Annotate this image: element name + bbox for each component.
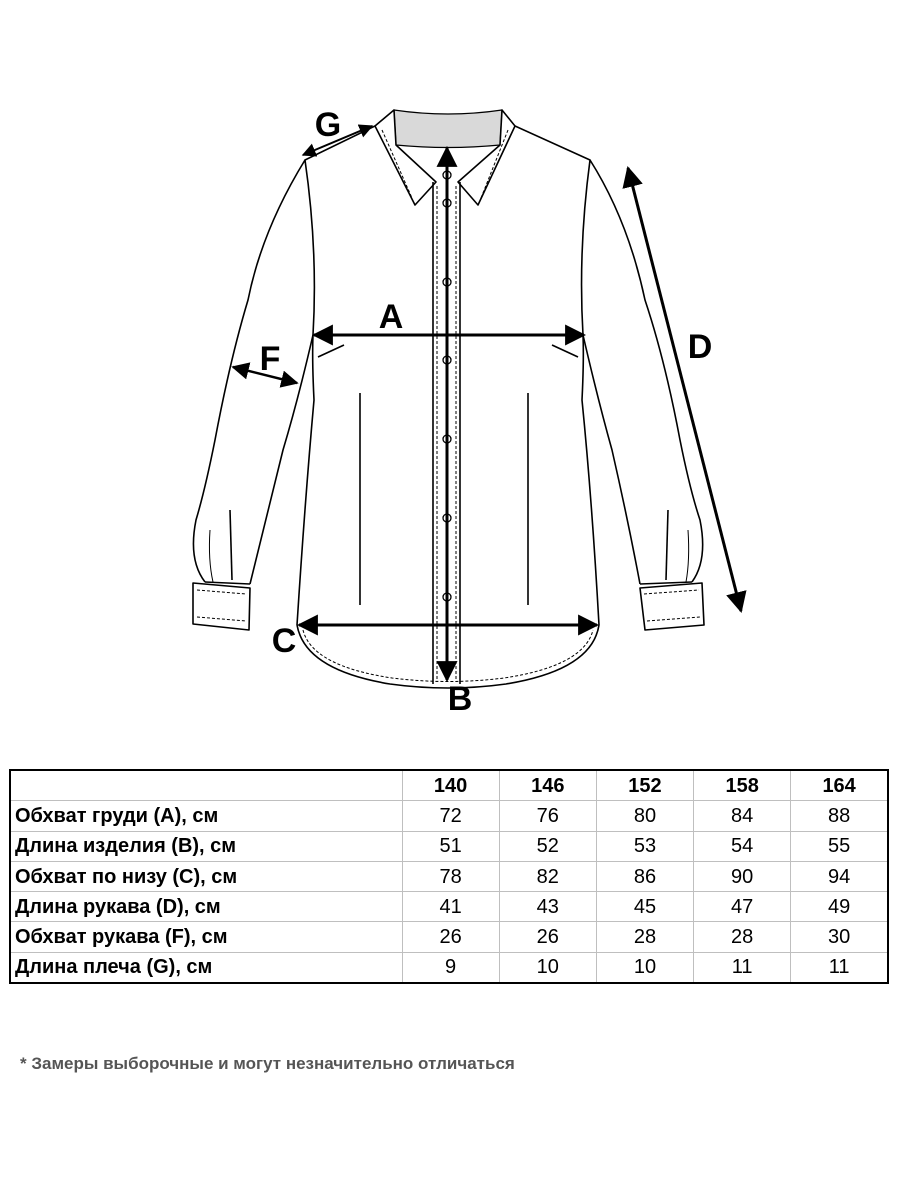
size-header: 146 (498, 769, 597, 802)
table-row: Длина изделия (B), см 51 52 53 54 55 (9, 830, 889, 862)
table-cell: 41 (401, 891, 500, 923)
table-cell: 49 (790, 891, 889, 923)
size-table: 140 146 152 158 164 Обхват груди (A), см… (9, 769, 889, 985)
label-a: A (379, 298, 404, 336)
table-cell: 45 (595, 891, 695, 923)
table-cell: 80 (595, 800, 695, 832)
table-cell: 28 (693, 921, 792, 953)
table-cell: 28 (595, 921, 695, 953)
table-cell: 72 (401, 800, 500, 832)
arrow-sleeve-d (622, 165, 747, 614)
table-cell: 43 (498, 891, 597, 923)
row-label: Длина плеча (G), см (9, 951, 403, 984)
size-header: 152 (595, 769, 695, 802)
table-cell: 52 (498, 830, 597, 862)
table-cell: 82 (498, 860, 597, 893)
table-row: Обхват груди (A), см 72 76 80 84 88 (9, 800, 889, 832)
shirt-measurement-diagram: A B C D F G (192, 106, 747, 718)
table-cell: 9 (401, 951, 500, 984)
arrow-sleeve-width-f (231, 362, 299, 388)
row-label: Обхват груди (A), см (9, 800, 403, 832)
size-header-row: 140 146 152 158 164 (9, 769, 889, 802)
table-cell: 78 (401, 860, 500, 893)
table-row: Обхват по низу (C), см 78 82 86 90 94 (9, 860, 889, 893)
measurement-arrows (231, 124, 747, 683)
size-header: 164 (790, 769, 889, 802)
row-label: Длина рукава (D), см (9, 891, 403, 923)
table-cell: 26 (498, 921, 597, 953)
disclaimer-footnote: * Замеры выборочные и могут незначительн… (20, 1054, 515, 1073)
label-c: C (272, 622, 297, 660)
arrow-shoulder-g (301, 124, 374, 157)
row-label: Длина изделия (B), см (9, 830, 403, 862)
table-cell: 88 (790, 800, 889, 832)
table-cell: 94 (790, 860, 889, 893)
table-cell: 76 (498, 800, 597, 832)
table-cell: 53 (595, 830, 695, 862)
table-cell: 84 (693, 800, 792, 832)
table-cell: 10 (498, 951, 597, 984)
label-f: F (260, 340, 281, 378)
table-cell: 11 (693, 951, 792, 984)
size-header: 140 (401, 769, 500, 802)
table-cell: 51 (401, 830, 500, 862)
table-cell: 54 (693, 830, 792, 862)
table-cell: 30 (790, 921, 889, 953)
row-label: Обхват рукава (F), см (9, 921, 403, 953)
table-cell: 11 (790, 951, 889, 984)
table-cell: 10 (595, 951, 695, 984)
row-label: Обхват по низу (C), см (9, 860, 403, 893)
label-b: B (448, 680, 473, 718)
measurement-labels: A B C D F G (260, 106, 713, 718)
header-blank-cell (9, 769, 403, 802)
size-header: 158 (693, 769, 792, 802)
table-cell: 26 (401, 921, 500, 953)
label-d: D (688, 328, 713, 366)
table-cell: 55 (790, 830, 889, 862)
table-row: Длина рукава (D), см 41 43 45 47 49 (9, 891, 889, 923)
table-cell: 47 (693, 891, 792, 923)
table-row: Длина плеча (G), см 9 10 10 11 11 (9, 951, 889, 984)
label-g: G (315, 106, 341, 144)
table-cell: 90 (693, 860, 792, 893)
table-row: Обхват рукава (F), см 26 26 28 28 30 (9, 921, 889, 953)
table-cell: 86 (595, 860, 695, 893)
